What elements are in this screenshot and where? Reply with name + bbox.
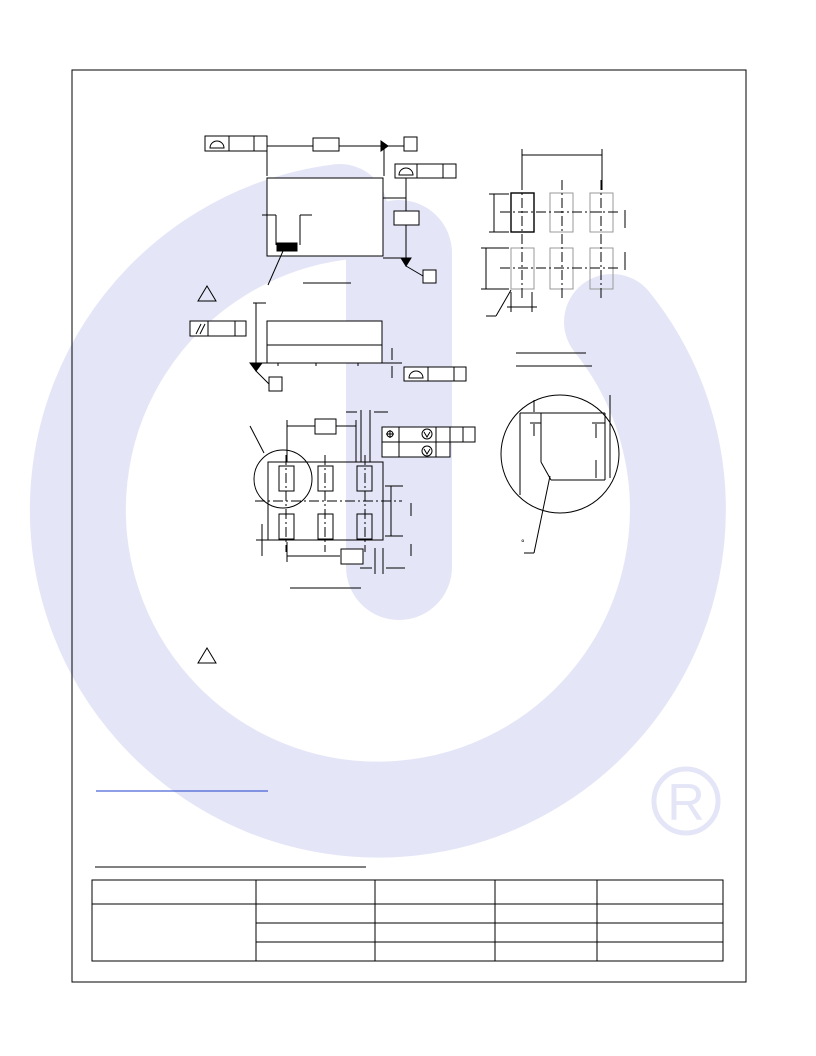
registered-mark-letter: R <box>667 774 705 832</box>
circle-m-icon <box>421 445 433 457</box>
detail-view <box>500 394 620 554</box>
profile-fcf-side <box>403 366 467 382</box>
profile-fcf-right <box>394 163 457 179</box>
pin1-marker <box>276 242 298 252</box>
bottom-pad <box>278 465 295 492</box>
land-pattern <box>481 149 626 367</box>
bottom-pad <box>278 513 295 540</box>
side-view <box>189 302 467 392</box>
bottom-pad <box>317 513 334 540</box>
profile-symbol-icon <box>209 140 225 149</box>
detail-circle <box>500 394 620 514</box>
dim-box-width <box>312 137 340 152</box>
profile-symbol-icon <box>398 167 414 176</box>
datum-box-side <box>268 376 283 392</box>
logo-ring <box>29 164 726 858</box>
datum-box-top <box>403 136 418 152</box>
bottom-pad <box>356 513 373 540</box>
degree-mark: ° <box>521 538 525 548</box>
power-button-logo-watermark: R <box>29 164 726 858</box>
registered-mark-circle <box>651 766 721 836</box>
table-frame <box>91 879 724 962</box>
datum-box-bottom <box>422 269 437 284</box>
warning-triangle-icon <box>197 285 217 302</box>
parallelism-symbol-icon <box>195 323 206 335</box>
dim-box-pitch-bottom <box>340 548 364 565</box>
warning-triangle-icon <box>197 647 217 664</box>
bottom-pad <box>317 465 334 492</box>
package-body-side <box>266 320 383 364</box>
dim-box-length <box>393 210 420 226</box>
bottom-view <box>249 410 476 589</box>
profile-symbol-icon <box>408 370 424 379</box>
detail-circle-bottom <box>253 449 313 509</box>
bottom-pad <box>356 465 373 492</box>
position-symbol-icon <box>386 430 394 438</box>
ordering-table <box>91 866 724 962</box>
dim-box-pitch <box>314 418 337 435</box>
profile-fcf-left <box>204 135 268 152</box>
parallelism-fcf <box>189 320 247 337</box>
circle-m-icon <box>421 428 433 440</box>
top-view <box>204 135 457 286</box>
page-border <box>71 69 747 983</box>
